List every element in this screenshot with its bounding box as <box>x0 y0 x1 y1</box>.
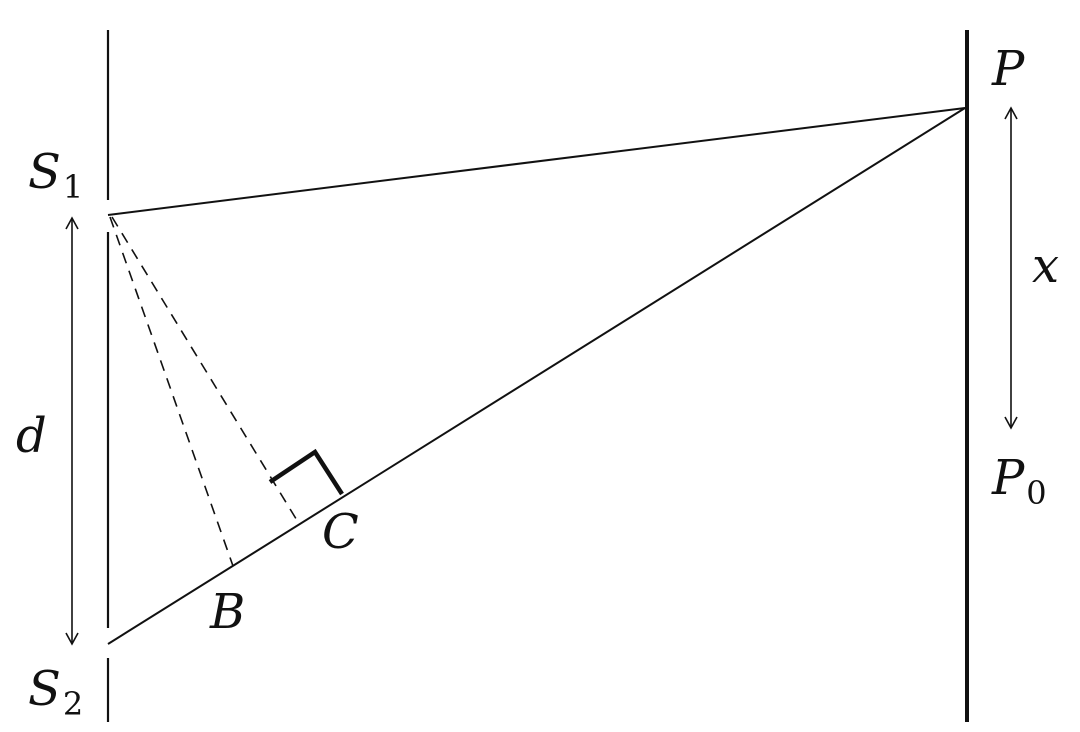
dashed-s1-to-c <box>111 216 299 523</box>
ray-s1-to-p <box>107 107 966 216</box>
label-p: P <box>991 41 1025 97</box>
label-b: B <box>209 584 245 640</box>
label-d: d <box>16 408 47 464</box>
dashed-s1-to-b <box>109 216 234 567</box>
right-angle-mark <box>268 448 344 496</box>
label-s1: S1 <box>28 144 83 206</box>
label-c: C <box>322 504 359 560</box>
label-x: x <box>1032 238 1059 294</box>
label-p0: P0 <box>991 450 1047 512</box>
label-s2: S2 <box>28 661 83 723</box>
ray-s2-to-p <box>107 107 966 645</box>
